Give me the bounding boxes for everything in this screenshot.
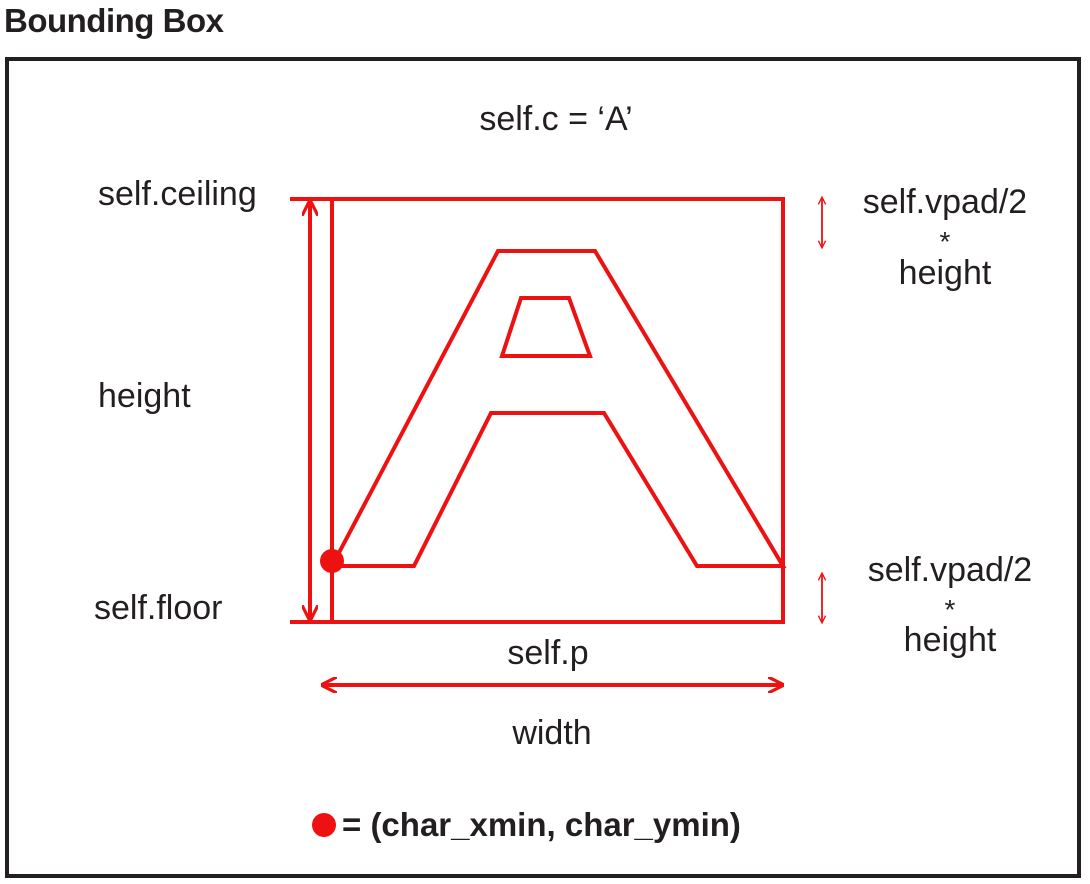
red-dot-icon — [312, 812, 336, 837]
page-title: Bounding Box — [4, 2, 224, 39]
bounding-rectangle — [330, 197, 785, 624]
diagram-frame — [5, 57, 1081, 878]
ceiling-label: self.ceiling — [98, 175, 257, 213]
floor-label: self.floor — [94, 589, 223, 627]
bottom-padding-label-line2: * — [944, 594, 956, 625]
position-label: self.p — [507, 634, 589, 672]
top-padding-label-line1: self.vpad/2 — [862, 183, 1028, 221]
letter-a-counter — [499, 296, 593, 358]
bottom-padding-label-line1: self.vpad/2 — [867, 551, 1033, 589]
letter-a-outline — [328, 249, 787, 568]
bottom-padding-label-line3: height — [903, 621, 997, 659]
height-label: height — [98, 377, 191, 415]
top-padding-label-line2: * — [939, 226, 951, 257]
top-padding-label-line3: height — [898, 254, 992, 292]
character-label: self.c = ‘A’ — [479, 100, 633, 138]
width-label: width — [512, 714, 592, 752]
legend: = (char_xmin, char_ymin) — [312, 808, 741, 841]
legend-text: = (char_xmin, char_ymin) — [342, 806, 741, 843]
origin-dot-icon — [320, 549, 344, 573]
